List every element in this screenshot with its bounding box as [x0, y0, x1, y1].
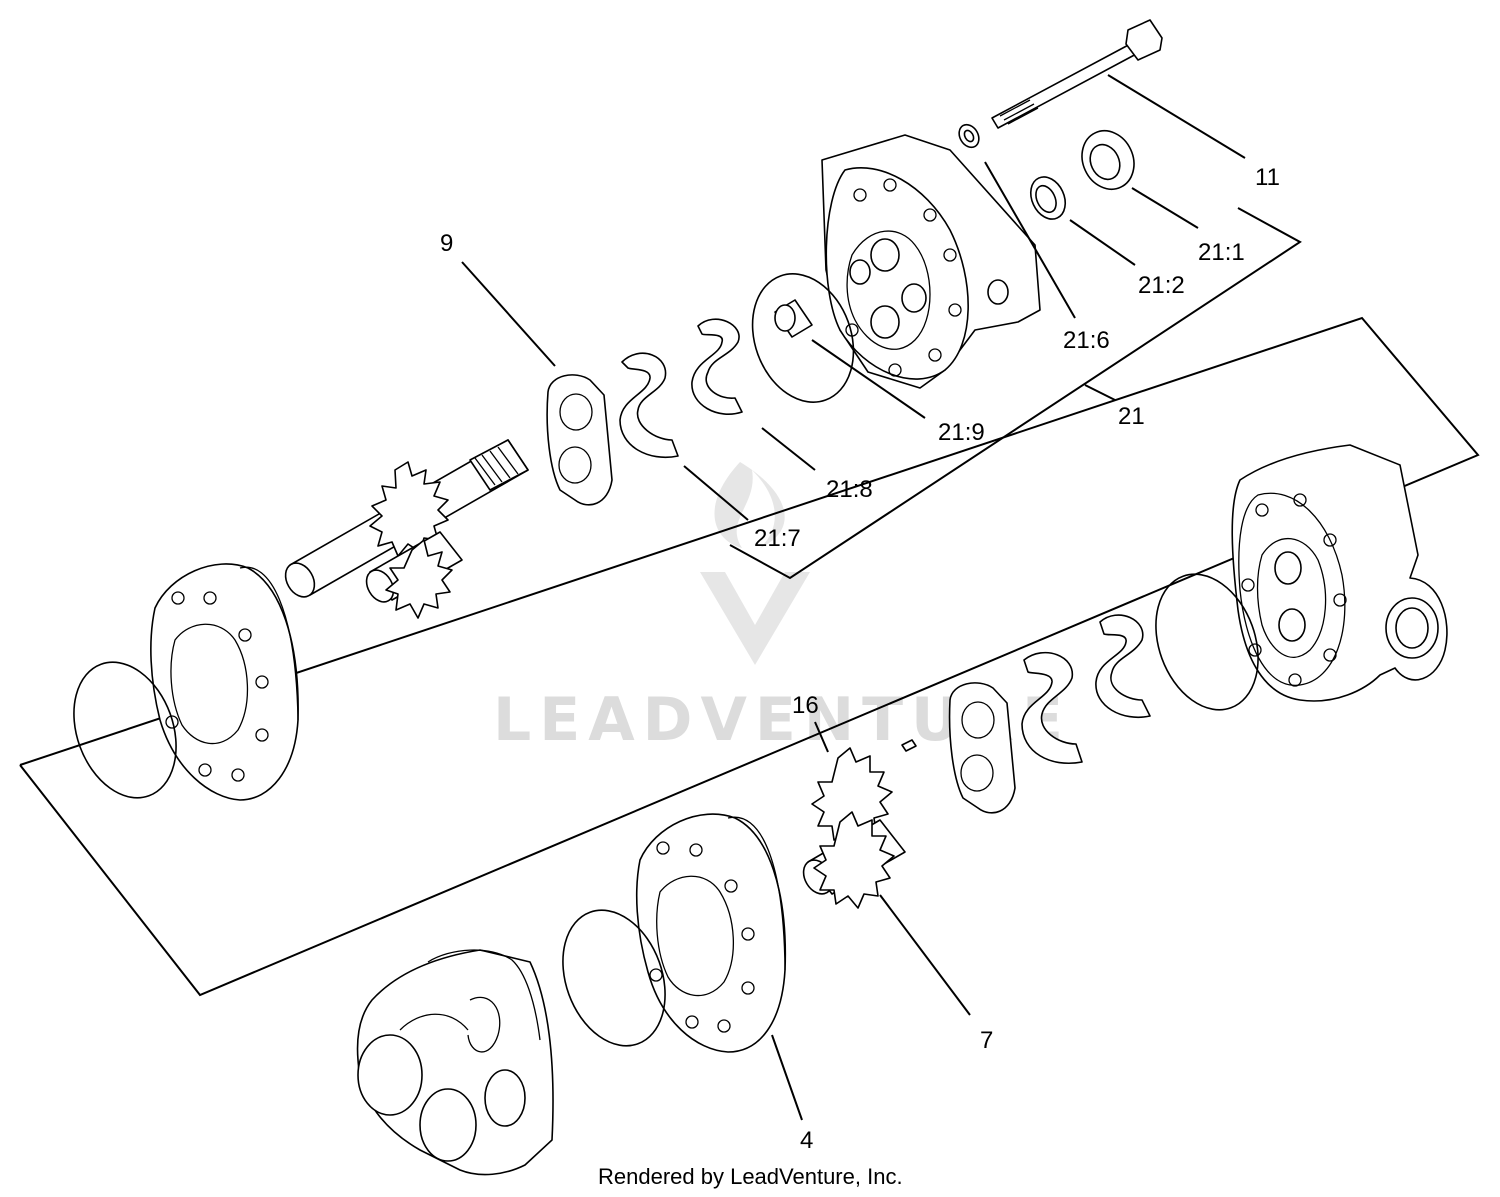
leader-21-9 — [811, 339, 926, 419]
callout-21-7: 21:7 — [754, 525, 801, 552]
seal-part-21-2 — [1029, 176, 1067, 220]
idler-gear-part — [365, 531, 463, 619]
wear-plate-lower-part — [948, 682, 1016, 814]
o-ring-lower-part — [562, 909, 666, 1047]
seal-clip-part-21-8 — [691, 318, 743, 415]
callout-21: 21 — [1118, 403, 1145, 430]
leader-21 — [1084, 384, 1116, 401]
callout-21-9: 21:9 — [938, 419, 985, 446]
o-ring-right-part — [1155, 573, 1259, 711]
gear-part-7 — [802, 811, 906, 909]
front-cover-part-21 — [821, 134, 1041, 389]
callout-11: 11 — [1255, 164, 1280, 191]
leader-21-8 — [761, 427, 816, 471]
gear-housing-left-part — [150, 563, 299, 801]
leadventure-flame-logo — [700, 462, 810, 665]
seal-clip-part-21-7 — [619, 352, 679, 458]
rendered-by-credit: Rendered by LeadVenture, Inc. — [598, 1164, 903, 1189]
leader-21-2 — [1069, 219, 1136, 266]
leader-21-6 — [984, 161, 1076, 319]
seal-clip-right-b-part — [1021, 651, 1083, 764]
callout-9: 9 — [440, 230, 453, 257]
gear-housing-part-4 — [635, 813, 787, 1053]
washer-part-21-6 — [958, 123, 980, 149]
pump-body-right-part — [1231, 444, 1448, 702]
o-ring-part-21-9 — [751, 273, 855, 403]
o-ring-left-part — [73, 661, 177, 799]
leader-21-1 — [1131, 187, 1199, 229]
leader-16 — [814, 721, 829, 753]
callout-16: 16 — [792, 692, 819, 719]
rear-housing-part — [356, 949, 554, 1176]
bolt-part-11 — [991, 19, 1163, 129]
leader-11 — [1107, 74, 1246, 159]
leader-4 — [771, 1034, 803, 1121]
callout-21-1: 21:1 — [1198, 239, 1245, 266]
callout-21-8: 21:8 — [826, 476, 873, 503]
callout-21-2: 21:2 — [1138, 272, 1185, 299]
seal-part-21-1 — [1081, 130, 1135, 190]
callout-21-6: 21:6 — [1063, 327, 1110, 354]
subassembly-21-bracket — [729, 207, 1302, 580]
callout-7: 7 — [980, 1027, 993, 1054]
seal-clip-right-a-part — [1095, 614, 1151, 718]
assembly-bracket-frame — [19, 316, 1480, 997]
wear-plate-part-9 — [546, 374, 613, 506]
dowel-pin-part — [901, 739, 917, 752]
callout-4: 4 — [800, 1127, 813, 1154]
leader-21-7 — [683, 465, 749, 521]
leader-7 — [879, 894, 971, 1016]
leader-9 — [461, 261, 556, 367]
